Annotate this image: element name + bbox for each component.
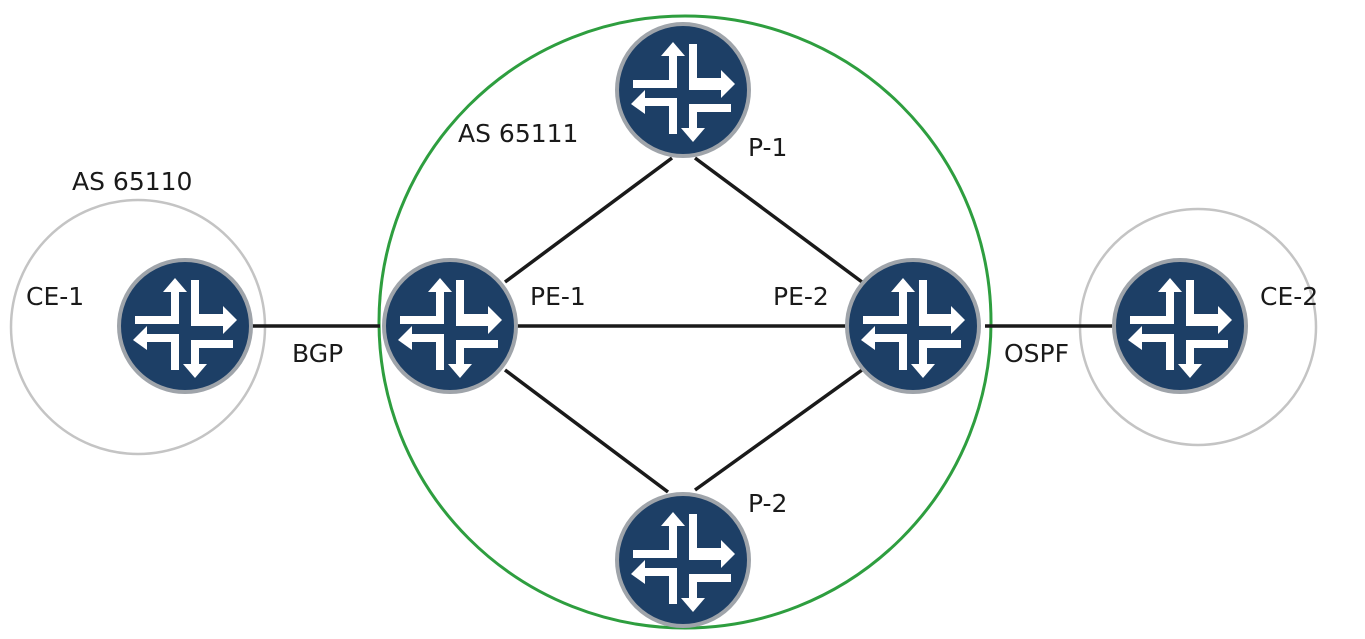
router-icon-p2[interactable] [615,492,751,628]
router-label-pe1: PE-1 [530,282,586,311]
router-icon-ce1[interactable] [117,258,253,394]
link-p2-pe2 [693,368,864,492]
router-label-p1: P-1 [748,133,787,162]
router-label-ce2: CE-2 [1260,282,1318,311]
router-label-pe2: PE-2 [773,282,829,311]
as-65110-label: AS 65110 [72,167,192,196]
router-icon-p1[interactable] [615,22,751,158]
router-icon-ce2[interactable] [1112,258,1248,394]
router-label-ce1: CE-1 [26,282,84,311]
router-icon-pe2[interactable] [845,258,981,394]
link-pe1-p1 [503,156,674,284]
router-icon-pe1[interactable] [382,258,518,394]
protocol-label-bgp: BGP [292,339,343,368]
link-p1-pe2 [693,156,864,284]
protocol-label-ospf: OSPF [1004,339,1069,368]
as-65111-label: AS 65111 [458,119,578,148]
as-65111-boundary [377,14,993,630]
link-pe1-p2 [503,368,670,494]
router-label-p2: P-2 [748,489,787,518]
